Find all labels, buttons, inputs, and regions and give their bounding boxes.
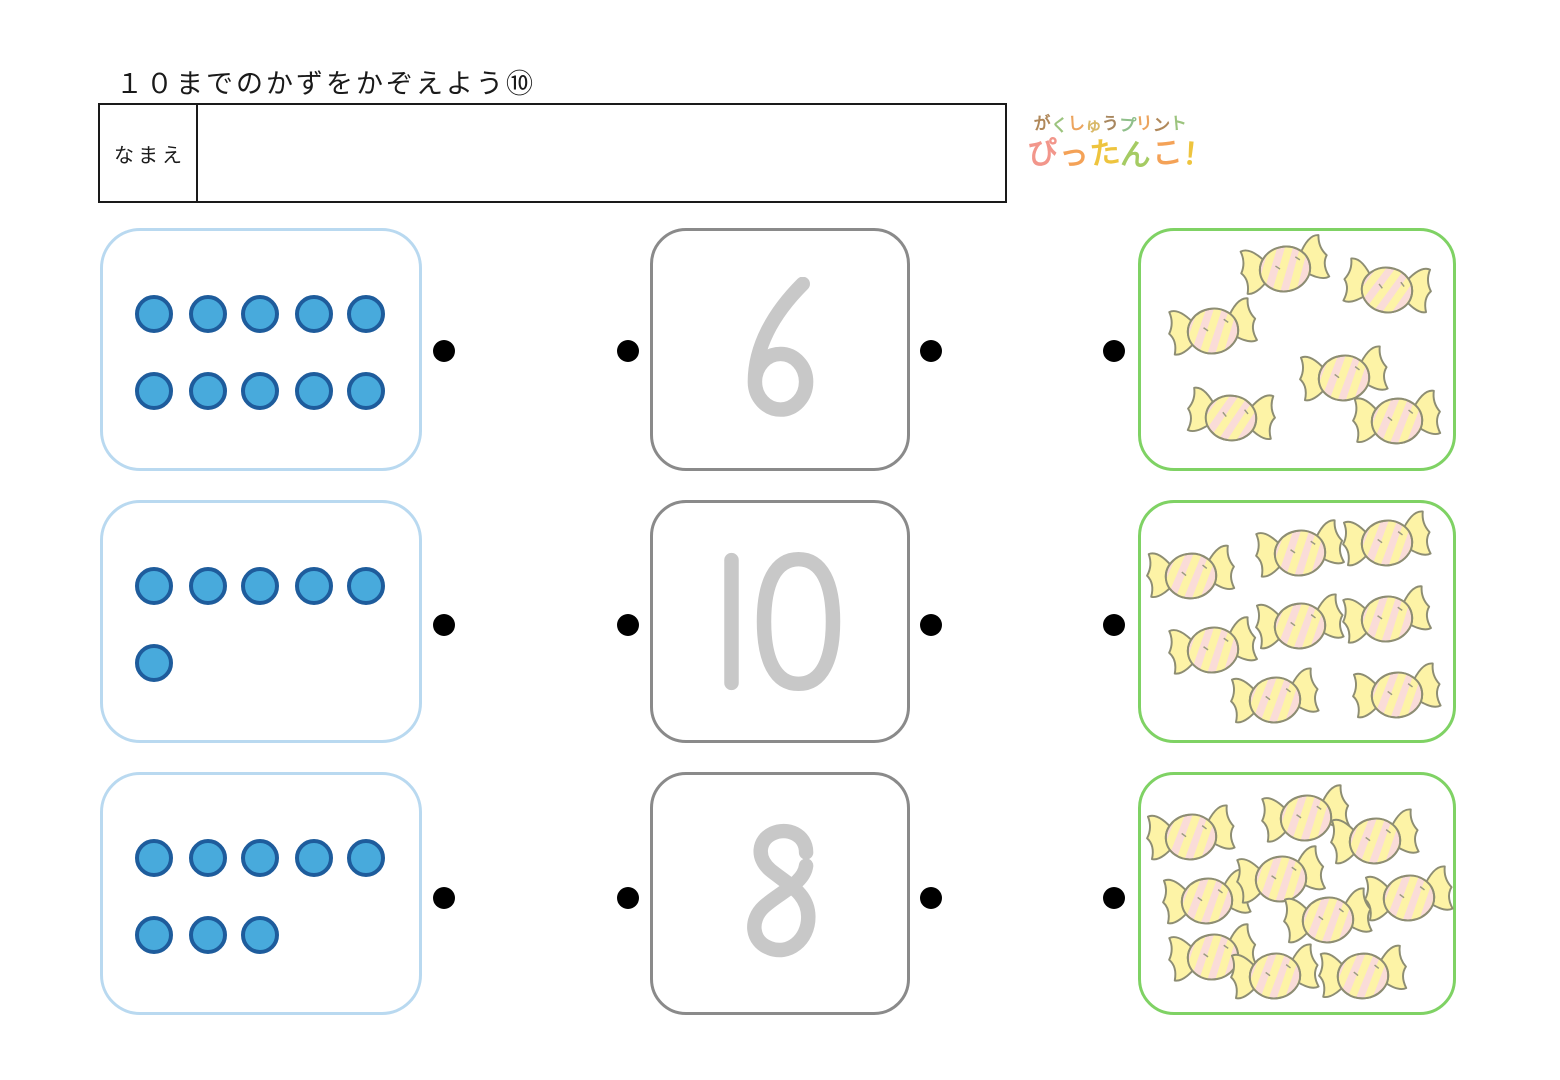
- connector-dot[interactable]: [1103, 340, 1125, 362]
- connector-dot[interactable]: [920, 614, 942, 636]
- connector-dot[interactable]: [920, 887, 942, 909]
- dots-box-row3: [100, 772, 422, 1015]
- candy-icon: [1345, 383, 1449, 459]
- counting-dot: [134, 371, 173, 410]
- number-digit: [736, 821, 825, 966]
- number-digit: [754, 549, 843, 694]
- connector-dot[interactable]: [617, 340, 639, 362]
- logo-char: く: [1049, 115, 1069, 136]
- connector-dot[interactable]: [433, 614, 455, 636]
- logo-char: リ: [1134, 113, 1154, 134]
- counting-dot: [134, 566, 173, 605]
- connector-dot[interactable]: [1103, 887, 1125, 909]
- logo-char: ぴ: [1026, 135, 1061, 172]
- counting-dot: [346, 838, 385, 877]
- counting-dot: [346, 371, 385, 410]
- number-box-row3: [650, 772, 910, 1015]
- candy-icon: [1333, 578, 1441, 660]
- counting-dot: [241, 371, 280, 410]
- counting-dot: [188, 915, 227, 954]
- candy-icon: [1344, 655, 1450, 734]
- counting-dot: [134, 915, 173, 954]
- counting-dot: [295, 371, 334, 410]
- counting-dot: [346, 566, 385, 605]
- candy-icon: [1222, 660, 1328, 739]
- logo-char: ト: [1168, 113, 1188, 134]
- logo-char: ン: [1151, 115, 1171, 136]
- counting-dot: [188, 838, 227, 877]
- name-input-area[interactable]: [198, 105, 1005, 201]
- counting-dot: [346, 294, 385, 333]
- candy-box-row2: [1138, 500, 1456, 743]
- candy-icon: [1310, 938, 1414, 1014]
- number-box-row2: [650, 500, 910, 743]
- logo-char: ！: [1181, 137, 1216, 173]
- logo-line1: がくしゅうプリント: [1028, 113, 1192, 136]
- counting-dot: [134, 838, 173, 877]
- counting-dot: [241, 838, 280, 877]
- counting-dot: [295, 838, 334, 877]
- connector-dot[interactable]: [433, 887, 455, 909]
- connector-dot[interactable]: [617, 887, 639, 909]
- page-title: １０までのかずをかぞえよう⑩: [116, 69, 536, 99]
- candy-icon: [1159, 290, 1267, 372]
- logo-char: プ: [1117, 115, 1137, 136]
- name-box: なまえ: [98, 103, 1007, 203]
- dots-box-row2: [100, 500, 422, 743]
- connector-dot[interactable]: [617, 614, 639, 636]
- number-digit: [717, 549, 746, 694]
- counting-dot: [241, 915, 280, 954]
- counting-dot: [241, 294, 280, 333]
- candy-icon: [1334, 504, 1440, 583]
- connector-dot[interactable]: [433, 340, 455, 362]
- logo-char: ゅ: [1083, 115, 1103, 136]
- number-digit: [736, 277, 825, 422]
- candy-icon: [1179, 380, 1283, 456]
- logo-char: こ: [1150, 135, 1185, 172]
- logo-char: う: [1100, 113, 1120, 134]
- number-box-row1: [650, 228, 910, 471]
- candy-box-row3: [1138, 772, 1456, 1015]
- counting-dot: [295, 294, 334, 333]
- logo-char: が: [1032, 113, 1052, 134]
- candy-icon: [1356, 859, 1462, 938]
- dots-box-row1: [100, 228, 422, 471]
- logo-char: ん: [1119, 137, 1154, 173]
- logo-line2: ぴったんこ！: [1026, 135, 1215, 173]
- connector-dot[interactable]: [1103, 614, 1125, 636]
- logo: がくしゅうプリント ぴったんこ！: [1026, 113, 1215, 173]
- counting-dot: [134, 294, 173, 333]
- candy-icon: [1334, 251, 1440, 330]
- counting-dot: [295, 566, 334, 605]
- counting-dot: [188, 566, 227, 605]
- connector-dot[interactable]: [920, 340, 942, 362]
- counting-dot: [188, 371, 227, 410]
- counting-dot: [241, 566, 280, 605]
- logo-char: っ: [1057, 137, 1092, 173]
- logo-char: た: [1088, 135, 1123, 172]
- candy-icon: [1139, 539, 1243, 615]
- logo-char: し: [1066, 113, 1086, 134]
- name-label: なまえ: [100, 105, 198, 201]
- counting-dot: [134, 643, 173, 682]
- counting-dot: [188, 294, 227, 333]
- candy-box-row1: [1138, 228, 1456, 471]
